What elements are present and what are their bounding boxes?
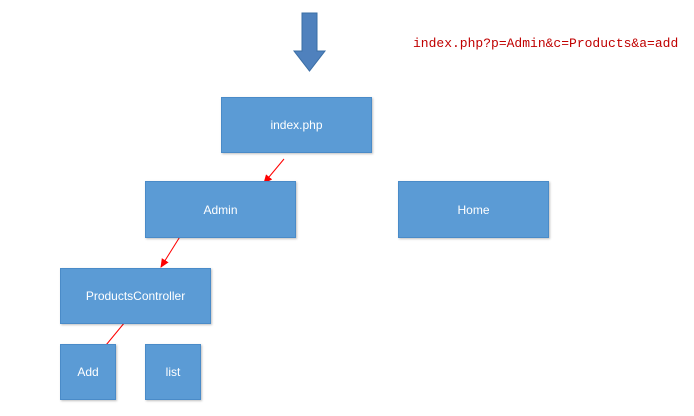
- arrow-index-to-admin: [263, 158, 285, 184]
- node-home: Home: [398, 181, 549, 238]
- node-products-controller: ProductsController: [60, 268, 211, 324]
- node-list: list: [145, 344, 201, 400]
- url-annotation: index.php?p=Admin&c=Products&a=add: [413, 36, 679, 51]
- node-add: Add: [60, 344, 116, 400]
- node-admin: Admin: [145, 181, 296, 238]
- node-index-php: index.php: [221, 97, 372, 153]
- down-arrow-icon: [292, 12, 327, 72]
